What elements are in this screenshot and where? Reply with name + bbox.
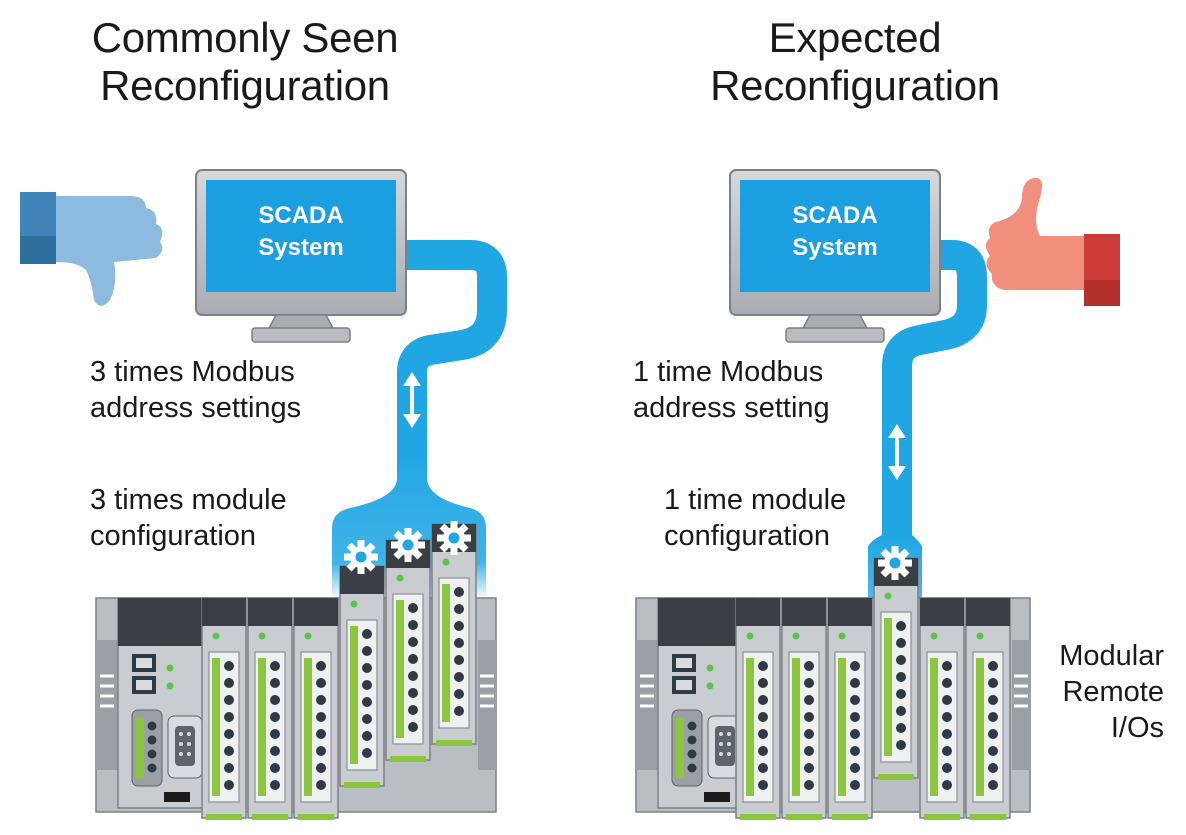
left-gear-icon-2 [391, 528, 425, 562]
left-caption-module: 3 times module configuration [90, 484, 287, 552]
right-screen-label: SCADA System [740, 200, 930, 264]
left-screen-line2: System [258, 234, 344, 261]
right-panel-title: Expected Reconfiguration [650, 14, 1060, 110]
thumbs-up-icon [986, 177, 1120, 306]
left-title-line2: Reconfiguration [100, 62, 390, 109]
left-gear-icon-1 [344, 540, 378, 574]
right-caption-module: 1 time module configuration [664, 484, 847, 552]
left-title-line1: Commonly Seen [91, 14, 399, 61]
device-label: Modular Remote I/Os [1059, 640, 1164, 744]
left-screen-label: SCADA System [206, 200, 396, 264]
right-title-line2: Reconfiguration [710, 62, 1000, 109]
left-screen-line1: SCADA [258, 202, 344, 229]
left-gear-icon-3 [437, 521, 471, 555]
right-remote-io-rack [635, 558, 1031, 820]
right-screen-line2: System [792, 234, 878, 261]
left-panel-title: Commonly Seen Reconfiguration [40, 14, 450, 110]
thumbs-down-icon [20, 192, 163, 306]
right-gear-icon [878, 546, 912, 580]
left-remote-io-rack [95, 524, 497, 820]
right-screen-line1: SCADA [792, 202, 878, 229]
left-caption-modbus: 3 times Modbus address settings [90, 356, 302, 424]
right-caption-modbus: 1 time Modbus address setting [633, 356, 830, 424]
right-title-line1: Expected [768, 14, 942, 61]
